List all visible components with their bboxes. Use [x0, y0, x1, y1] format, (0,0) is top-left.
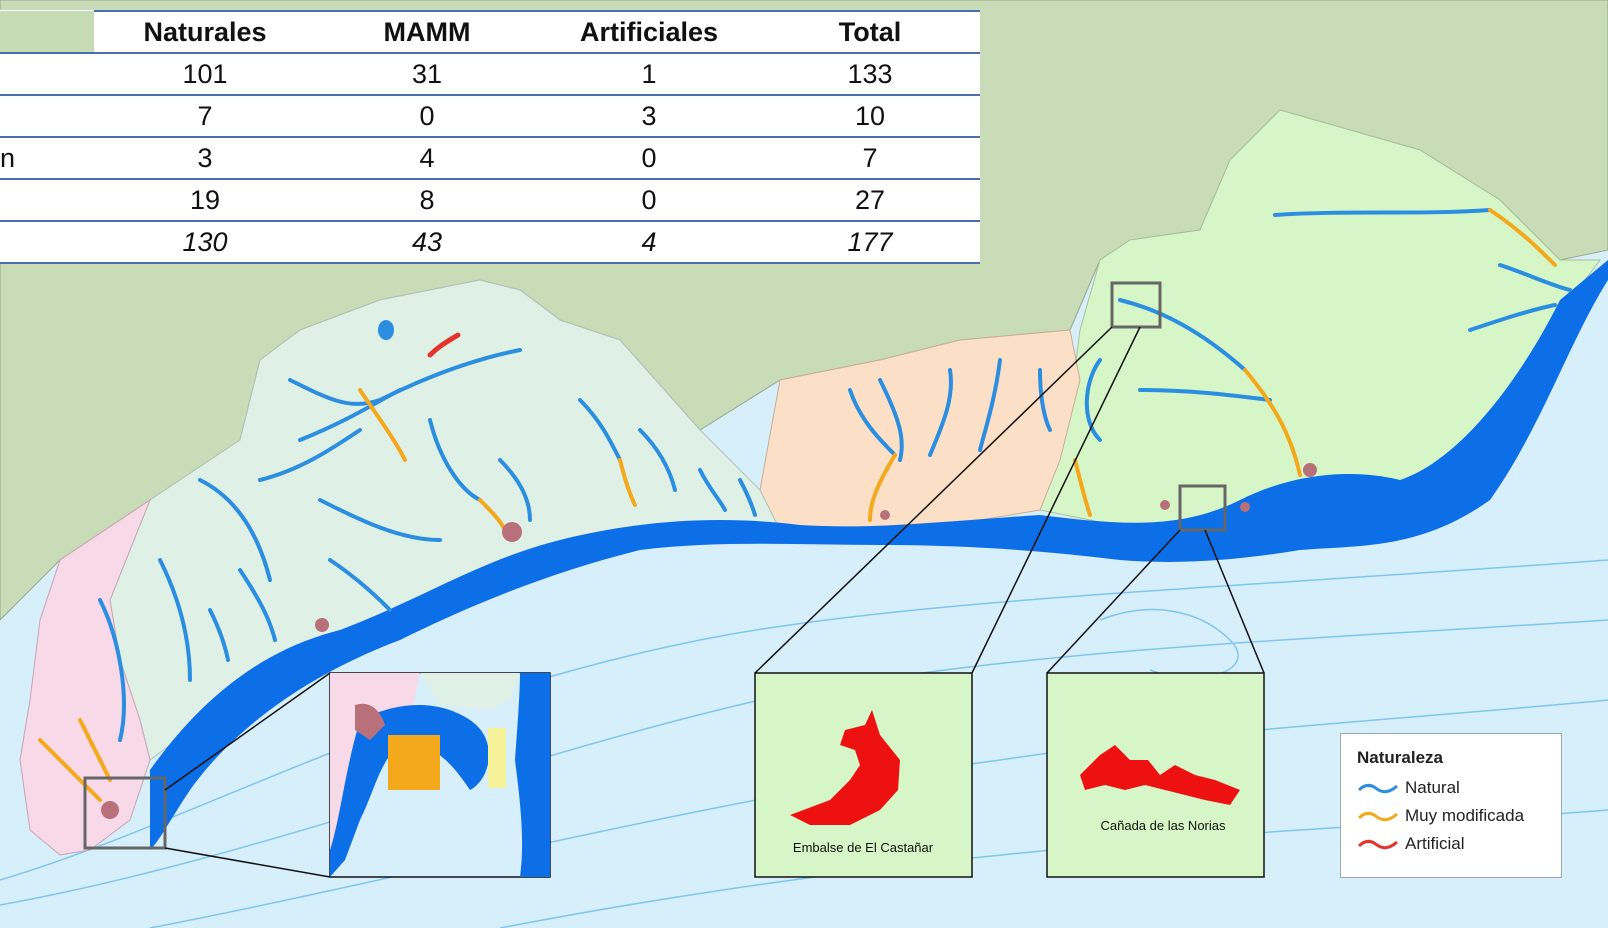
cell-mamm: 8 [316, 179, 538, 222]
inset-norias: Cañada de las Norias [1046, 672, 1265, 878]
cell-artificiales: 1 [538, 53, 760, 96]
header-total: Total [760, 10, 980, 54]
rivers-artificial [427, 332, 461, 358]
rivers-modified [38, 208, 1557, 802]
urban-areas [101, 463, 1317, 819]
table-row: 101 31 1 133 [0, 53, 980, 96]
cell-naturales: 7 [94, 95, 316, 138]
cell-artificiales: 0 [538, 137, 760, 180]
basin-southwest [19, 498, 152, 856]
reservoir-castanar-shape [790, 710, 900, 825]
inset-norias-label: Cañada de las Norias [1100, 818, 1226, 833]
header-mamm: MAMM [316, 10, 538, 54]
reservoir-norias-shape [1080, 745, 1240, 805]
inset-castanar-label: Embalse de El Castañar [793, 840, 934, 855]
map-legend: Naturaleza Natural Muy modificada Artifi… [1340, 733, 1562, 878]
cell-total: 10 [760, 95, 980, 138]
cell-naturales: 3 [94, 137, 316, 180]
inset-connectors [164, 326, 1265, 878]
legend-swatch-modified [1357, 811, 1398, 822]
row-label [0, 179, 94, 222]
legend-item-artificial: Artificial [1357, 830, 1545, 858]
reservoir-north [378, 320, 394, 340]
cell-artificiales: 3 [538, 95, 760, 138]
cell-mamm: 31 [316, 53, 538, 96]
cell-mamm: 0 [316, 95, 538, 138]
cell-artificiales: 4 [538, 221, 760, 264]
table-row: 19 8 0 27 [0, 179, 980, 222]
cell-naturales: 101 [94, 53, 316, 96]
legend-item-natural: Natural [1357, 774, 1545, 802]
inset-port-detail [329, 672, 551, 878]
cell-total: 7 [760, 137, 980, 180]
rivers-natural [98, 208, 1572, 742]
cell-artificiales: 0 [538, 179, 760, 222]
legend-title: Naturaleza [1357, 748, 1443, 767]
cell-total: 133 [760, 53, 980, 96]
row-label [0, 95, 94, 138]
row-label: n [0, 137, 94, 180]
statistics-table-panel: Naturales MAMM Artificiales Total 101 31… [0, 10, 980, 264]
cell-mamm: 43 [316, 221, 538, 264]
table-row: 7 0 3 10 [0, 95, 980, 138]
table-total-row: 130 43 4 177 [0, 221, 980, 264]
legend-swatch-artificial [1357, 839, 1398, 850]
table-header-row: Naturales MAMM Artificiales Total [0, 10, 980, 54]
row-label [0, 53, 94, 96]
table-corner-cell [0, 11, 94, 54]
cell-total: 27 [760, 179, 980, 222]
statistics-table: Naturales MAMM Artificiales Total 101 31… [0, 10, 980, 264]
row-label [0, 221, 94, 264]
legend-label-modified: Muy modificada [1405, 806, 1525, 825]
header-naturales: Naturales [94, 10, 316, 54]
legend-swatch-natural [1357, 783, 1398, 794]
cell-total: 177 [760, 221, 980, 264]
location-frames [83, 281, 1227, 850]
cell-naturales: 19 [94, 179, 316, 222]
legend-label-artificial: Artificial [1405, 834, 1465, 853]
cell-mamm: 4 [316, 137, 538, 180]
legend-label-natural: Natural [1405, 778, 1460, 797]
header-artificiales: Artificiales [538, 10, 760, 54]
cell-naturales: 130 [94, 221, 316, 264]
table-row: n 3 4 0 7 [0, 137, 980, 180]
legend-item-modified: Muy modificada [1357, 802, 1545, 830]
inset-castanar: Embalse de El Castañar [754, 672, 973, 878]
